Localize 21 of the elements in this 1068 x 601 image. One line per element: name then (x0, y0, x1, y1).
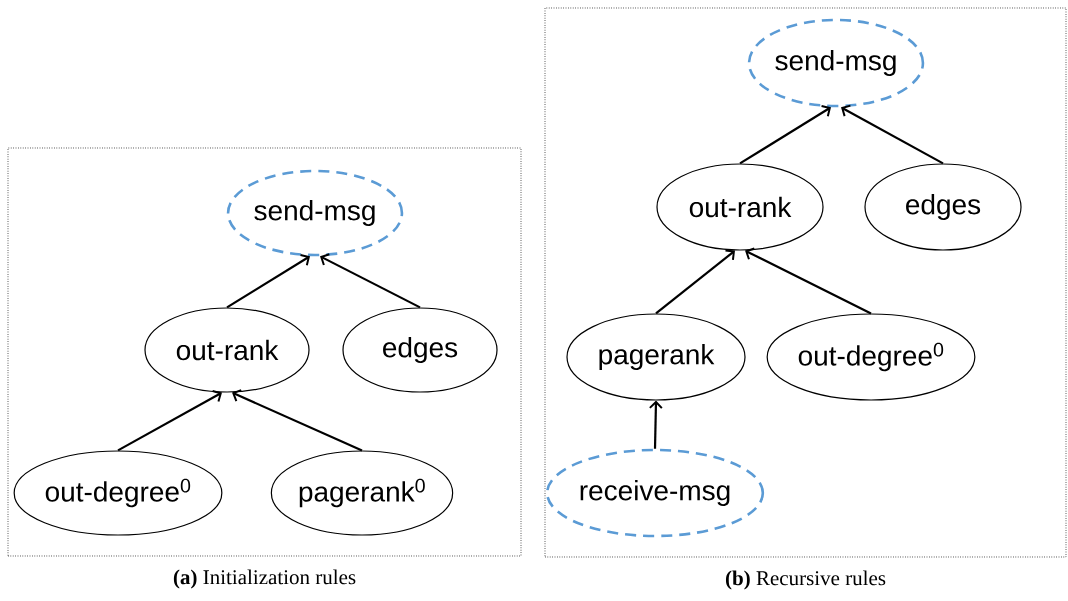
arrow (739, 105, 831, 165)
ellipse-node: out-degree$^{0}$ (766, 313, 976, 401)
arrow (655, 249, 735, 315)
ellipse-node: out-rank (144, 307, 310, 393)
arrow (745, 247, 872, 315)
panel-frame (544, 7, 1067, 558)
arrow (226, 254, 310, 309)
ellipse-node: out-rank (656, 163, 824, 251)
ellipse-node: edges (864, 163, 1022, 251)
arrow (232, 389, 363, 452)
ellipse-node: edges (342, 307, 498, 393)
panel-label: (b) Recursive rules (725, 570, 886, 590)
arrow (117, 389, 222, 452)
arrow (320, 253, 421, 309)
ellipse-node: out-degree$^{0}$ (13, 450, 223, 536)
panel-label: (a) Initialization rules (173, 569, 356, 589)
ellipse-node: pagerank (566, 313, 746, 401)
ellipse-node: pagerank$^{0}$ (270, 450, 454, 536)
arrow (648, 400, 663, 449)
arrow (841, 104, 944, 165)
panel-frame (7, 147, 522, 557)
